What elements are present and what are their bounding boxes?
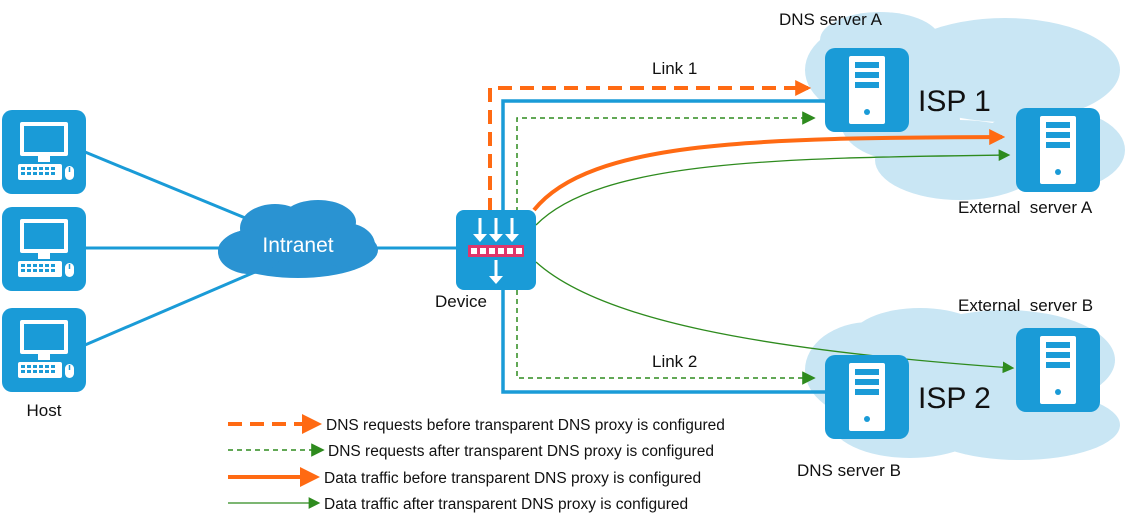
legend-item-label: DNS requests after transparent DNS proxy… (328, 443, 714, 460)
link1-label: Link 1 (652, 59, 697, 78)
external-server-b-label: External server B (958, 296, 1093, 315)
host-pc-icon (2, 110, 86, 194)
host-label: Host (27, 401, 62, 420)
dns-server-a-icon (825, 48, 909, 132)
external-server-a-icon (1016, 108, 1100, 192)
data-traffic-after-path-a (535, 149, 1011, 226)
dns-server-b-label: DNS server B (797, 461, 901, 480)
data-traffic-before-path (532, 129, 1006, 212)
legend: DNS requests before transparent DNS prox… (228, 414, 725, 513)
link2-label: Link 2 (652, 352, 697, 371)
isp1-label: ISP 1 (918, 85, 991, 118)
host-links (84, 150, 456, 347)
legend-item-label: Data traffic before transparent DNS prox… (324, 470, 701, 487)
dns-request-before-path (488, 80, 812, 212)
dns-request-after-path-a (516, 111, 816, 212)
intranet-label: Intranet (262, 234, 333, 257)
link2-line (501, 290, 825, 394)
device-icon (456, 210, 536, 290)
host-pc-icon (2, 308, 86, 392)
legend-item-label: Data traffic after transparent DNS proxy… (324, 496, 688, 513)
dns-server-b-icon (825, 355, 909, 439)
dns-server-a-label: DNS server A (779, 10, 883, 29)
isp2-label: ISP 2 (918, 382, 991, 415)
intranet-cloud (218, 200, 378, 278)
link1-line (501, 99, 825, 212)
host-pc-icon (2, 207, 86, 291)
external-server-b-icon (1016, 328, 1100, 412)
dns-request-after-path-b (516, 290, 816, 385)
legend-item-label: DNS requests before transparent DNS prox… (326, 417, 725, 434)
external-server-a-label: External server A (958, 198, 1093, 217)
data-traffic-after-path-b (535, 261, 1015, 374)
device-label: Device (435, 292, 487, 311)
